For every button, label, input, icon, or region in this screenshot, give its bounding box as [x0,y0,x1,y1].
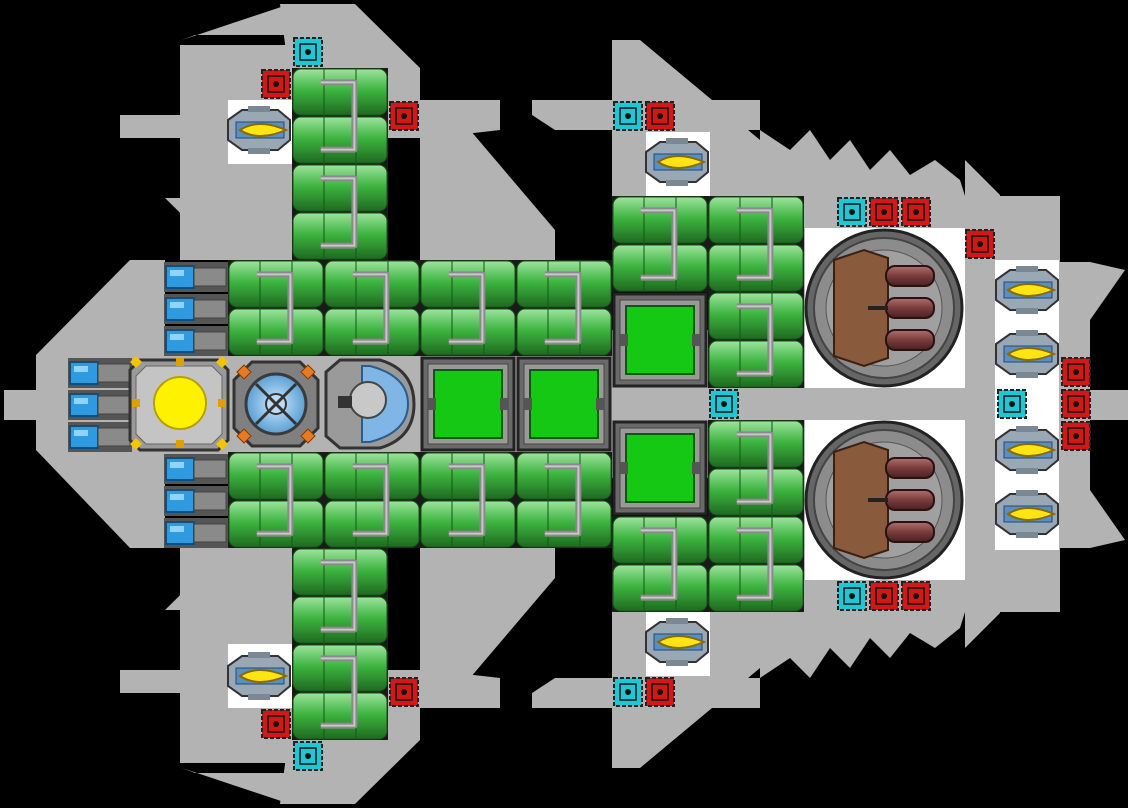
power-node [1061,389,1091,419]
thruster [164,294,228,324]
sensor-node [837,197,867,227]
power-node [869,197,899,227]
side-engine [645,138,709,186]
power-node [389,677,419,707]
power-node [1061,421,1091,451]
command-bridge [324,358,416,450]
sensor-node [709,389,739,419]
armor-block [324,452,420,548]
sensor-node [837,581,867,611]
shield-generator [232,360,320,448]
reactor-core [128,356,230,452]
hull-segment [420,546,555,678]
armor-block [708,516,804,612]
armor-block [516,452,612,548]
armor-block [228,452,324,548]
sensor-node [293,37,323,67]
armor-block [708,196,804,292]
armor-block [292,644,388,740]
power-node [389,101,419,131]
cargo-hold [516,356,612,452]
armor-block [292,164,388,260]
side-engine [995,266,1059,314]
heavy-cannon-turret [804,228,964,388]
module-layer [68,106,1059,700]
thruster [164,518,228,548]
thruster [164,486,228,516]
power-node [901,197,931,227]
armor-block [612,516,708,612]
cargo-hold [612,292,708,388]
sensor-node [613,677,643,707]
armor-block [292,548,388,644]
thruster [68,390,132,420]
power-node [1061,357,1091,387]
power-node [965,229,995,259]
armor-block [708,420,804,516]
sensor-node [293,741,323,771]
armor-block [292,68,388,164]
power-node [869,581,899,611]
armor-block [708,292,804,388]
hull-segment [760,130,965,196]
node-layer [261,37,1091,771]
heavy-cannon-turret [804,420,964,580]
side-engine [227,652,291,700]
armor-block [420,452,516,548]
armor-block [420,260,516,356]
armor-block [228,260,324,356]
power-node [261,69,291,99]
hull-segment [420,130,555,262]
power-node [645,101,675,131]
armor-block [324,260,420,356]
sensor-node [997,389,1027,419]
side-engine [995,330,1059,378]
hull-segment [760,612,965,678]
thruster [68,422,132,452]
hull-segment [165,546,292,610]
power-node [261,709,291,739]
hull-segment [165,198,292,262]
cargo-hold [612,420,708,516]
thruster [164,454,228,484]
sensor-node [613,101,643,131]
side-engine [995,426,1059,474]
cargo-hold [420,356,516,452]
armor-block [516,260,612,356]
armor-block [612,196,708,292]
side-engine [995,490,1059,538]
thruster [164,326,228,356]
side-engine [645,618,709,666]
thruster [164,262,228,292]
side-engine [227,106,291,154]
power-node [901,581,931,611]
armor-layer [228,68,804,740]
thruster [68,358,132,388]
power-node [645,677,675,707]
